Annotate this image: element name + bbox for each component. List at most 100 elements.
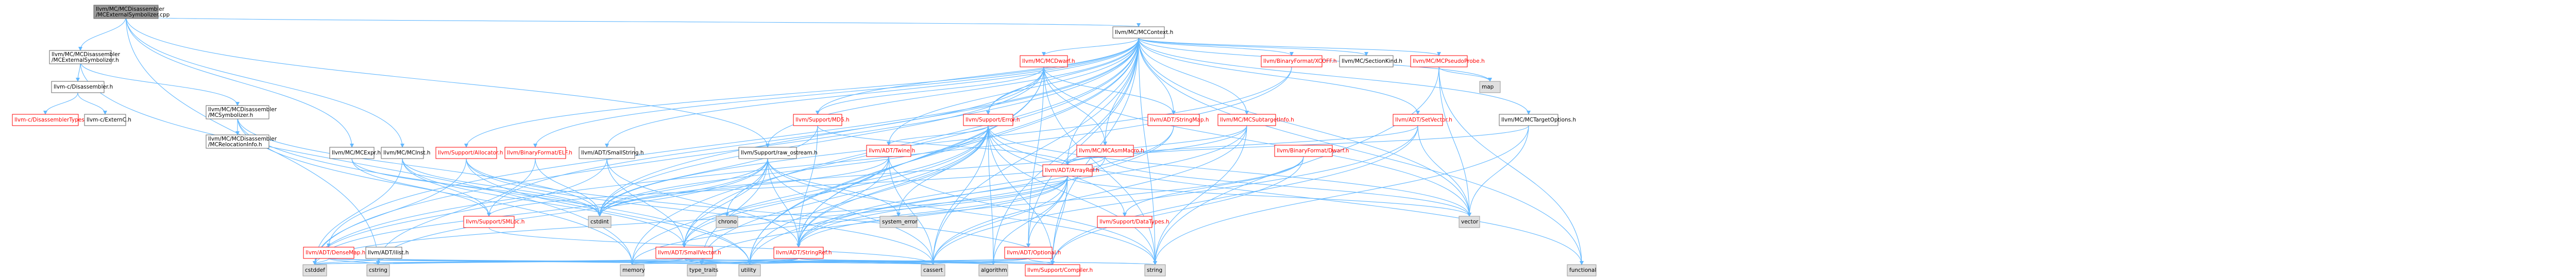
node-box (1499, 114, 1558, 126)
node-label: vector (1461, 219, 1479, 225)
node-optional[interactable]: llvm/ADT/Optional.h (1004, 247, 1061, 259)
edge-arrayref-to-smallvector (682, 176, 1068, 248)
node-externc[interactable]: llvm-c/ExternC.h (84, 114, 131, 126)
node-box (366, 264, 390, 276)
node-stringmap[interactable]: llvm/ADT/StringMap.h (1147, 114, 1209, 126)
node-string[interactable]: string (1144, 264, 1166, 276)
node-md5[interactable]: llvm/Support/MD5.h (793, 114, 850, 126)
edge-mcctx-to-smallstring (605, 38, 1139, 148)
node-stringref[interactable]: llvm/ADT/StringRef.h (773, 247, 832, 259)
edge-mcctx-to-rawostream (766, 38, 1139, 148)
node-error[interactable]: llvm/Support/Error.h (963, 114, 1020, 126)
node-box (866, 145, 911, 157)
node-sectionkind[interactable]: llvm/MC/SectionKind.h (1339, 55, 1402, 67)
node-box (588, 216, 612, 228)
node-label: llvm/MC/MCDisassembler (96, 6, 165, 12)
node-cstring[interactable]: cstring (366, 264, 390, 276)
node-arrayref[interactable]: llvm/ADT/ArrayRef.h (1042, 164, 1099, 177)
node-disasm[interactable]: llvm-c/Disassembler.h (51, 81, 113, 93)
node-rawostream[interactable]: llvm/Support/raw_ostream.h (738, 147, 818, 159)
node-box (921, 264, 945, 276)
node-targetoptions[interactable]: llvm/MC/MCTargetOptions.h (1499, 114, 1576, 126)
node-box (879, 216, 918, 228)
edge-disasm-to-externc (77, 92, 107, 115)
node-utility[interactable]: utility (738, 264, 761, 276)
edge-mcctx-to-sectionkind (1138, 38, 1368, 56)
node-mcdwarf[interactable]: llvm/MC/MCDwarf.h (1020, 55, 1075, 67)
edge-mcctx-to-stringmap (1138, 38, 1176, 115)
node-mcinst[interactable]: llvm/MC/MCInst.h (381, 147, 430, 159)
node-smallstring[interactable]: llvm/ADT/SmallString.h (579, 147, 644, 159)
node-label: llvm-c/ExternC.h (87, 117, 131, 123)
node-cstdint[interactable]: cstdint (588, 216, 612, 228)
node-smallvector[interactable]: llvm/ADT/SmallVector.h (655, 247, 721, 259)
node-root[interactable]: llvm/MC/MCDisassembler/MCExternalSymboli… (93, 5, 170, 19)
edge-rawostream-to-stringref (767, 158, 801, 248)
node-dwarf[interactable]: llvm/BinaryFormat/Dwarf.h (1274, 145, 1349, 157)
node-box (51, 81, 105, 93)
node-label: llvm/BinaryFormat/Dwarf.h (1277, 148, 1349, 154)
node-mcreloc[interactable]: llvm/MC/MCDisassembler/MCRelocationInfo.… (206, 134, 277, 149)
node-functional[interactable]: functional (1567, 264, 1597, 276)
node-mcasmmacro[interactable]: llvm/MC/MCAsmMacro.h (1076, 145, 1144, 157)
node-systemerror[interactable]: system_error (879, 216, 918, 228)
edge-mcinst-to-cstddef (313, 158, 403, 265)
node-memory[interactable]: memory (620, 264, 645, 276)
edge-ilist-to-cassert (383, 258, 935, 265)
node-label: llvm/MC/MCDisassembler (52, 51, 121, 58)
node-ilist[interactable]: llvm/ADT/ilist.h (365, 247, 409, 259)
node-label: /MCExternalSymbolizer.h (52, 57, 119, 63)
edge-mcctx-to-xcoff (1138, 38, 1294, 56)
edge-twine-to-smallvector (682, 156, 889, 248)
node-label: string (1147, 267, 1162, 273)
node-label: llvm/BinaryFormat/XCOFF.h (1263, 58, 1337, 64)
node-box (963, 114, 1013, 126)
node-box (302, 264, 327, 276)
node-label: llvm/BinaryFormat/ELF.h (507, 150, 572, 156)
node-mcsubtarget[interactable]: llvm/MC/MCSubtargetInfo.h (1217, 114, 1294, 126)
edge-root-to-mcctx (125, 16, 1140, 27)
node-mcctx[interactable]: llvm/MC/MCContext.h (1112, 26, 1173, 39)
node-datatypes[interactable]: llvm/Support/DataTypes.h (1097, 216, 1170, 228)
node-chrono[interactable]: chrono (716, 216, 738, 228)
node-label: llvm/Support/MD5.h (795, 117, 850, 123)
node-cstddef[interactable]: cstddef (302, 264, 327, 276)
node-mathextras[interactable]: llvm/Support/SMLoc.h (463, 216, 524, 228)
node-label: llvm/ADT/Optional.h (1007, 250, 1061, 256)
node-label: map (1482, 84, 1494, 90)
node-box (1025, 264, 1080, 276)
node-label: llvm/Support/DataTypes.h (1099, 219, 1170, 225)
edge-mcdwarf-to-utility (748, 66, 1044, 265)
node-elf[interactable]: llvm/BinaryFormat/ELF.h (504, 147, 572, 159)
edge-xcoff-to-cstddef (313, 66, 1292, 265)
node-algorithm[interactable]: algorithm (978, 264, 1008, 276)
node-pseudoprobe[interactable]: llvm/MC/MCPseudoProbe.h (1410, 55, 1485, 67)
node-label: type_traits (689, 267, 718, 273)
node-densemap[interactable]: llvm/ADT/DenseMap.h (303, 247, 365, 259)
node-compiler[interactable]: llvm/Support/Compiler.h (1025, 264, 1093, 276)
node-disasmtypes[interactable]: llvm-c/DisassemblerTypes.h (12, 114, 90, 126)
node-mcextsym[interactable]: llvm/MC/MCDisassembler/MCExternalSymboli… (49, 50, 121, 64)
edge-stringmap-to-stringref (796, 125, 1174, 248)
edge-mcctx-to-cstddef (313, 38, 1139, 265)
node-twine[interactable]: llvm/ADT/Twine.h (866, 145, 915, 157)
node-cassert[interactable]: cassert (921, 264, 945, 276)
node-setvector[interactable]: llvm/ADT/SetVector.h (1393, 114, 1452, 126)
node-xcoff[interactable]: llvm/BinaryFormat/XCOFF.h (1261, 55, 1337, 67)
edge-mcsubtarget-to-cassert (931, 125, 1247, 265)
node-vector[interactable]: vector (1459, 216, 1480, 228)
node-box (1097, 216, 1153, 228)
node-mcexpr[interactable]: llvm/MC/MCExpr.h (329, 147, 381, 159)
node-label: llvm/MC/MCDwarf.h (1022, 58, 1075, 64)
node-typetraits[interactable]: type_traits (687, 264, 718, 276)
edge-mcctx-to-elf (533, 38, 1139, 148)
node-box (655, 247, 713, 259)
edge-error-to-utility (748, 125, 989, 265)
node-label: llvm/ADT/SmallVector.h (658, 250, 721, 256)
node-box (1147, 114, 1200, 126)
node-allocator[interactable]: llvm/Support/Allocator.h (435, 147, 503, 159)
node-label: llvm/MC/MCContext.h (1115, 29, 1173, 36)
node-mcsymbolizer[interactable]: llvm/MC/MCDisassembler/MCSymbolizer.h (206, 105, 277, 119)
node-map[interactable]: map (1479, 81, 1501, 93)
edge-mcctx-to-allocator (464, 38, 1139, 148)
